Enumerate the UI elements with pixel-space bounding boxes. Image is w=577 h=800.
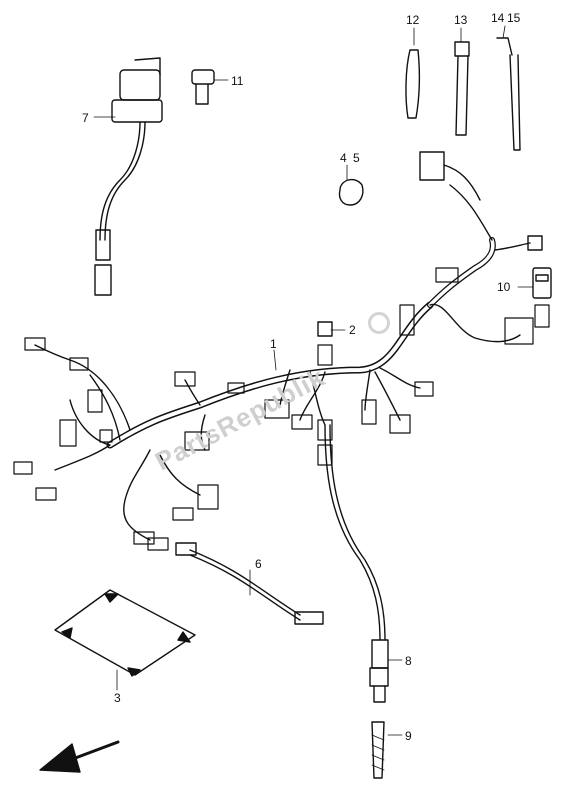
callout-10: 10 xyxy=(497,280,511,294)
sensor-8 xyxy=(369,639,389,703)
callout-14: 14 xyxy=(491,11,505,25)
callout-8: 8 xyxy=(405,654,412,668)
callout-4: 4 xyxy=(340,151,347,165)
clamp-4-5 xyxy=(338,178,364,206)
callout-6: 6 xyxy=(255,557,262,571)
tie-14-15 xyxy=(496,37,521,151)
callout-11: 11 xyxy=(231,74,244,88)
callout-7: 7 xyxy=(82,111,89,125)
callout-3: 3 xyxy=(114,691,121,705)
callout-13: 13 xyxy=(454,13,468,27)
callout-1: 1 xyxy=(270,337,277,351)
sub-harness-6 xyxy=(175,542,324,625)
relay-10 xyxy=(532,267,552,299)
leader-lines xyxy=(93,25,534,736)
band-13 xyxy=(454,41,470,136)
watermark-logo xyxy=(368,312,390,334)
fuse-2 xyxy=(317,321,333,337)
main-harness xyxy=(34,184,543,641)
key-11 xyxy=(191,69,215,105)
callout-12: 12 xyxy=(406,13,420,27)
callout-2: 2 xyxy=(349,323,356,337)
clamp-12 xyxy=(405,49,421,119)
sheet-part-3 xyxy=(54,589,196,677)
harness-connectors xyxy=(13,267,550,551)
callout-5: 5 xyxy=(353,151,360,165)
pin-9 xyxy=(371,721,385,779)
upper-connector xyxy=(419,151,481,201)
ignition-switch-7 xyxy=(94,57,163,296)
callout-15: 15 xyxy=(507,11,521,25)
callout-9: 9 xyxy=(405,729,412,743)
front-arrow-icon xyxy=(39,740,120,773)
